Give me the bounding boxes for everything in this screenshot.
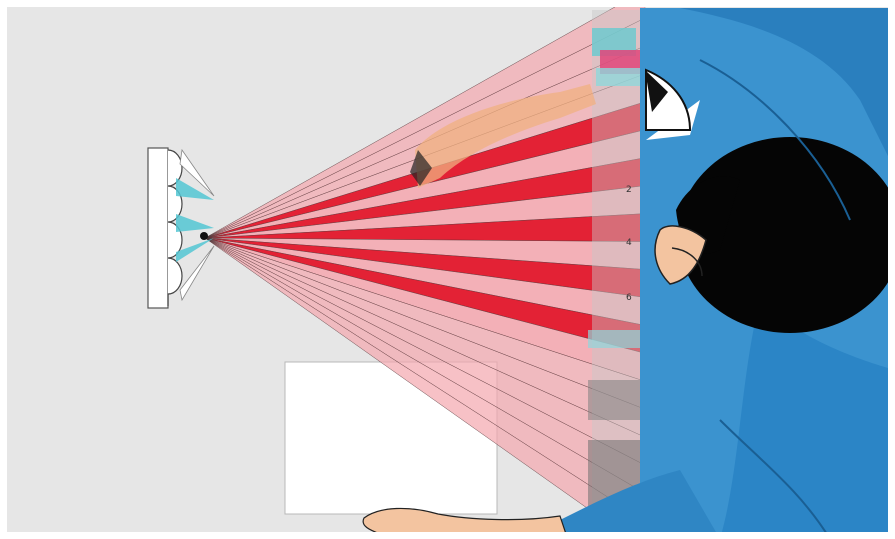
receiver-strip xyxy=(588,10,640,530)
beam-label: 4 xyxy=(626,238,632,248)
beam-label: 6 xyxy=(626,293,632,303)
beam-label: 2 xyxy=(626,185,632,195)
